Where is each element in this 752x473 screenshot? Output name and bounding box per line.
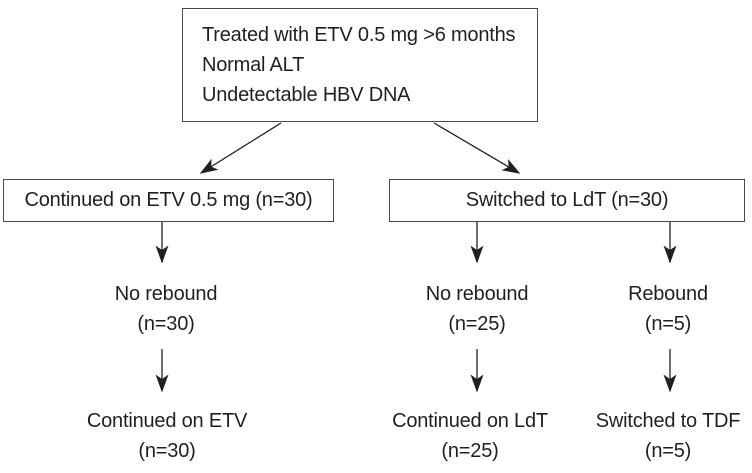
node-ldt-rebound: Rebound (n=5) [568,279,752,339]
switched-tdf-final-count: (n=5) [644,440,692,462]
continued-etv-final-label: Continued on ETV [86,410,248,432]
node-switched-tdf-final: Switched to TDF (n=5) [568,406,752,466]
node-root-criteria: Treated with ETV 0.5 mg >6 months Normal… [182,8,538,122]
switched-tdf-final-label: Switched to TDF [595,410,741,432]
continued-ldt-final-label: Continued on LdT [392,410,548,432]
continued-etv-branch-label: Continued on ETV 0.5 mg (n=30) [24,189,313,211]
node-ldt-no-rebound: No rebound (n=25) [377,279,577,339]
root-criteria-line-2: Normal ALT [202,54,305,76]
continued-etv-final-count: (n=30) [138,440,196,462]
etv-no-rebound-count: (n=30) [137,313,195,335]
node-continued-etv-branch: Continued on ETV 0.5 mg (n=30) [3,179,334,222]
ldt-no-rebound-count: (n=25) [448,313,506,335]
ldt-rebound-label: Rebound [628,283,708,305]
arrow-root-to-ldt-branch [433,122,521,174]
arrow-root-to-etv-branch [199,122,282,174]
etv-no-rebound-label: No rebound [114,283,218,305]
root-criteria-line-1: Treated with ETV 0.5 mg >6 months [202,24,516,46]
ldt-rebound-count: (n=5) [644,313,692,335]
ldt-no-rebound-label: No rebound [425,283,529,305]
node-switched-ldt-branch: Switched to LdT (n=30) [389,179,745,222]
switched-ldt-branch-label: Switched to LdT (n=30) [465,189,669,211]
node-etv-no-rebound: No rebound (n=30) [66,279,266,339]
root-criteria-line-3: Undetectable HBV DNA [202,84,411,106]
continued-ldt-final-count: (n=25) [441,440,499,462]
node-continued-ldt-final: Continued on LdT (n=25) [370,406,570,466]
node-continued-etv-final: Continued on ETV (n=30) [67,406,267,466]
